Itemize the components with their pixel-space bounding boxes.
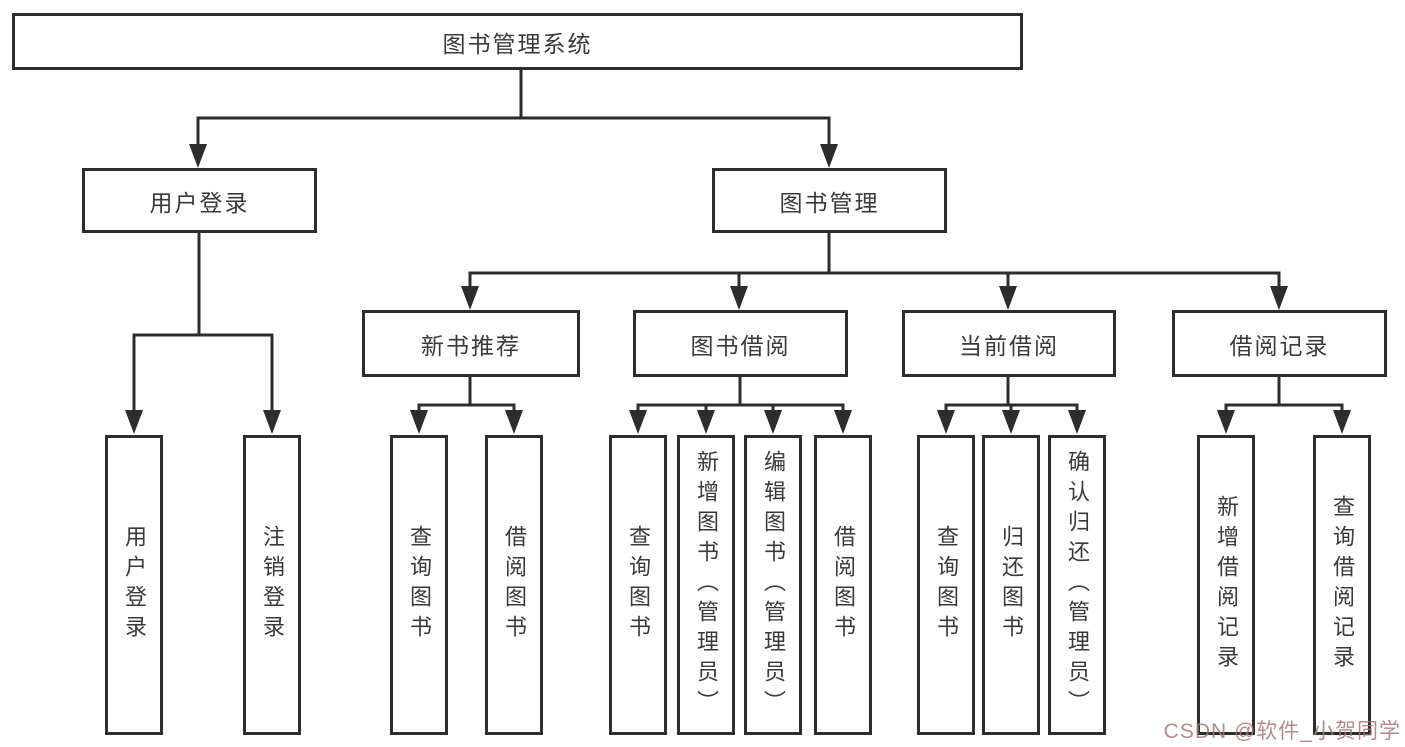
leaf-label: 新增图书（管理员） — [694, 450, 719, 720]
leaf-user-login: 用户登录 — [105, 435, 163, 735]
node-library-management-system: 图书管理系统 — [12, 13, 1023, 70]
leaf-query-books-current: 查询图书 — [917, 435, 975, 735]
leaf-query-books-borrowing: 查询图书 — [609, 435, 667, 735]
leaf-label: 新增借阅记录 — [1214, 495, 1239, 675]
leaf-label: 编辑图书（管理员） — [761, 450, 786, 720]
leaf-query-borrow-record: 查询借阅记录 — [1313, 435, 1371, 735]
leaf-borrow-books-recommend: 借阅图书 — [485, 435, 543, 735]
leaf-borrow-books-borrowing: 借阅图书 — [814, 435, 872, 735]
leaf-label: 注销登录 — [260, 525, 285, 645]
csdn-watermark: CSDN @软件_小贺同学 — [1163, 720, 1401, 743]
leaf-confirm-return-admin: 确认归还（管理员） — [1048, 435, 1106, 735]
leaf-label: 确认归还（管理员） — [1065, 450, 1090, 720]
node-label: 当前借阅 — [959, 332, 1059, 359]
node-user-login: 用户登录 — [82, 168, 317, 233]
leaf-logout: 注销登录 — [243, 435, 301, 735]
node-book-management: 图书管理 — [712, 168, 947, 233]
leaf-add-books-admin: 新增图书（管理员） — [677, 435, 735, 735]
leaf-label: 查询图书 — [934, 525, 959, 645]
leaf-label: 借阅图书 — [831, 525, 856, 645]
leaf-label: 查询图书 — [626, 525, 651, 645]
node-label: 图书管理系统 — [442, 30, 593, 57]
leaf-edit-books-admin: 编辑图书（管理员） — [744, 435, 802, 735]
node-current-borrowing: 当前借阅 — [902, 310, 1116, 377]
leaf-label: 用户登录 — [122, 525, 147, 645]
leaf-query-books-recommend: 查询图书 — [390, 435, 448, 735]
leaf-label: 借阅图书 — [502, 525, 527, 645]
node-label: 图书借阅 — [690, 332, 791, 359]
node-label: 用户登录 — [149, 189, 250, 216]
node-label: 图书管理 — [779, 189, 880, 216]
leaf-label: 归还图书 — [999, 525, 1024, 645]
leaf-add-borrow-record: 新增借阅记录 — [1197, 435, 1255, 735]
node-new-book-recommend: 新书推荐 — [362, 310, 580, 377]
leaf-return-books: 归还图书 — [982, 435, 1040, 735]
node-book-borrowing: 图书借阅 — [633, 310, 848, 377]
node-label: 借阅记录 — [1229, 332, 1330, 359]
leaf-label: 查询图书 — [407, 525, 432, 645]
node-borrowing-records: 借阅记录 — [1172, 310, 1387, 377]
node-label: 新书推荐 — [421, 332, 521, 359]
leaf-label: 查询借阅记录 — [1330, 495, 1355, 675]
